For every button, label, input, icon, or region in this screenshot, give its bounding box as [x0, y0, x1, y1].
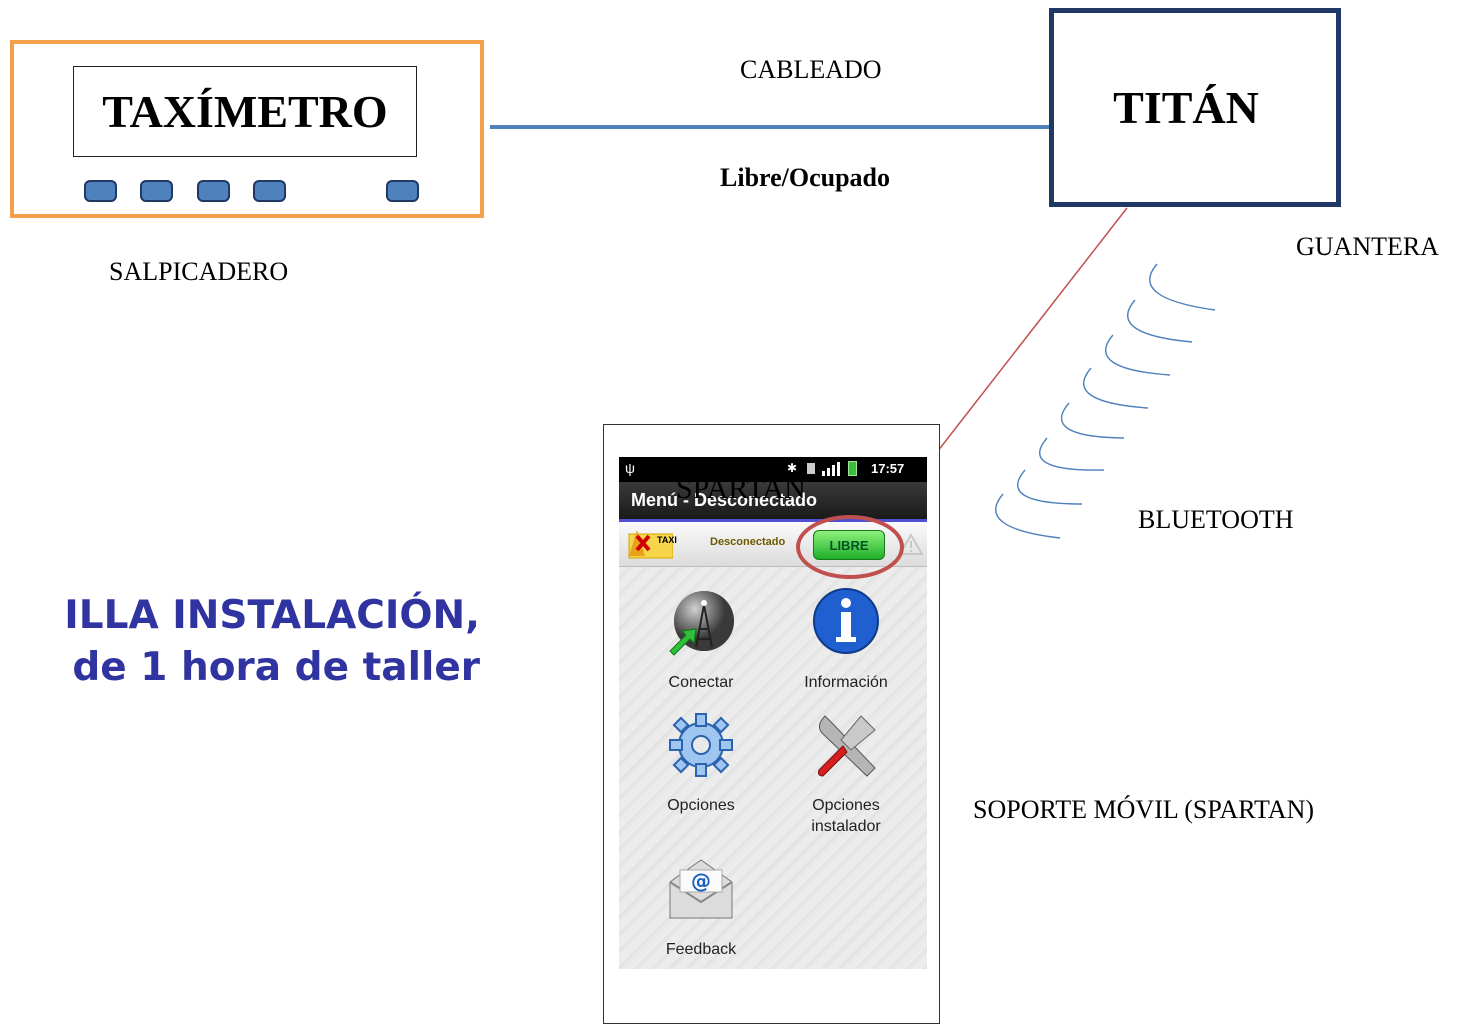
- warning-icon: [899, 534, 923, 555]
- taximetro-box: [10, 40, 484, 218]
- tile-label-conectar: Conectar: [668, 674, 734, 691]
- screen-title: Menú - Desconectado: [631, 490, 818, 510]
- libre-ocupado-label: Libre/Ocupado: [720, 163, 891, 192]
- taximetro-key-2: [140, 180, 173, 202]
- titan-box: TITÁN: [1049, 8, 1341, 207]
- tools-icon: [818, 715, 876, 777]
- bluetooth-label: BLUETOOTH: [1138, 505, 1294, 534]
- guantera-label: GUANTERA: [1296, 232, 1439, 261]
- taximetro-key-1: [84, 180, 117, 202]
- taxi-logo-icon: [628, 530, 673, 559]
- antenna-connect-icon: [669, 591, 734, 656]
- email-icon: @: [669, 859, 733, 919]
- usb-icon: ψ: [625, 460, 635, 476]
- tile-opciones[interactable]: Opciones: [641, 710, 761, 816]
- menu-grid: Conectar Información: [619, 567, 927, 969]
- vibrate-icon: [807, 463, 815, 474]
- title-bar: Menú - Desconectado: [619, 482, 927, 522]
- bluetooth-status-icon: ✱: [787, 461, 798, 475]
- connection-status: Desconectado: [710, 536, 786, 548]
- svg-text:@: @: [691, 869, 711, 893]
- cable-line: [490, 125, 1050, 129]
- salpicadero-label: SALPICADERO: [109, 257, 289, 286]
- gear-icon: [669, 713, 733, 777]
- tile-conectar[interactable]: Conectar: [641, 587, 761, 693]
- headline: ILLA INSTALACIÓN, de 1 hora de taller: [0, 590, 480, 694]
- headline-line-2: de 1 hora de taller: [72, 645, 480, 690]
- tile-label-opciones: Opciones: [667, 797, 735, 814]
- taxi-logo-text: TAXI: [657, 535, 677, 545]
- tile-informacion[interactable]: Información: [786, 587, 906, 693]
- signal-wave-icon: [995, 263, 1216, 539]
- taximetro-key-5: [386, 180, 419, 202]
- libre-highlight-circle: [796, 515, 904, 579]
- battery-icon: [848, 461, 857, 476]
- tile-label-opciones-instalador: Opciones instalador: [811, 797, 881, 835]
- signal-bars-icon: [822, 462, 840, 476]
- status-time: 17:57: [871, 461, 905, 476]
- tile-opciones-instalador[interactable]: Opciones instalador: [786, 710, 906, 837]
- cableado-label: CABLEADO: [740, 55, 882, 84]
- tile-feedback[interactable]: @ Feedback: [641, 854, 761, 960]
- taximetro-key-3: [197, 180, 230, 202]
- taximetro-title: TAXÍMETRO: [73, 66, 417, 157]
- tile-label-informacion: Información: [804, 674, 888, 691]
- info-icon: [813, 588, 879, 654]
- spartan-overlay-label: SPARTAN: [676, 472, 806, 505]
- headline-line-1: ILLA INSTALACIÓN,: [64, 593, 480, 638]
- soporte-movil-label: SOPORTE MÓVIL (SPARTAN): [973, 795, 1315, 824]
- tile-label-feedback: Feedback: [665, 941, 737, 958]
- taximetro-key-4: [253, 180, 286, 202]
- status-bar: ψ ✱ 17:57: [619, 457, 927, 482]
